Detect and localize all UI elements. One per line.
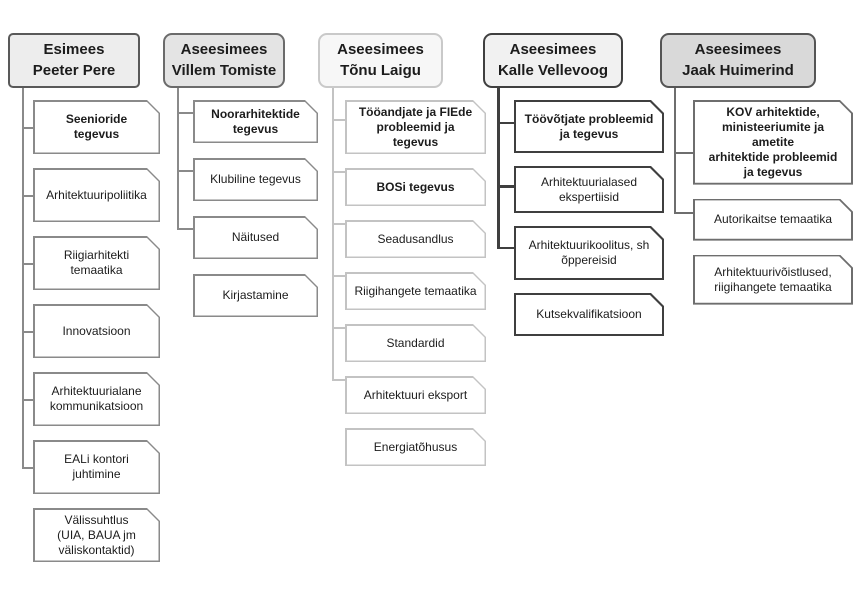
org-node-label: Seadusandlus (347, 222, 485, 257)
connector-stub (22, 127, 33, 129)
connector-stub (674, 212, 693, 214)
connector-stub (22, 331, 33, 333)
column-items: Noorarhitektide tegevus Klubiline tegevu… (193, 100, 318, 317)
org-node: Kutsekvalifikatsioon (514, 293, 664, 336)
org-node: Autorikaitse temaatika (693, 199, 853, 241)
column-header: Aseesimees Tõnu Laigu (318, 33, 443, 88)
connector-stub (332, 327, 345, 329)
connector-trunk (674, 87, 676, 213)
org-node: Töövõtjate probleemid ja tegevus (514, 100, 664, 153)
connector-trunk (497, 87, 500, 248)
org-node: Standardid (345, 324, 486, 362)
connector-stub (177, 227, 193, 230)
connector-stub (332, 223, 345, 225)
org-node-label: Tööandjate ja FIEde probleemid ja tegevu… (347, 102, 485, 153)
connector-stub (22, 467, 33, 469)
connector-stub (497, 185, 514, 188)
org-node-label: Näitused (195, 218, 317, 258)
org-node: Välissuhtlus (UIA, BAUA jm väliskontakti… (33, 508, 160, 562)
org-node: Innovatsioon (33, 304, 160, 358)
column-header: Aseesimees Jaak Huimerind (660, 33, 816, 88)
org-node: EALi kontori juhtimine (33, 440, 160, 494)
column-header: Aseesimees Villem Tomiste (163, 33, 285, 88)
connector-stub (177, 111, 193, 114)
column-items: Töövõtjate probleemid ja tegevus Arhitek… (514, 100, 664, 336)
org-node-label: Noorarhitektide tegevus (195, 102, 317, 142)
connector-stub (497, 121, 514, 124)
connector-stub (332, 119, 345, 121)
org-node: Seenioride tegevus (33, 100, 160, 154)
org-node-label: Arhitektuurialane kommunikatsioon (35, 374, 159, 425)
org-node-label: Innovatsioon (35, 306, 159, 357)
org-node-label: Standardid (347, 326, 485, 361)
connector-stub (22, 263, 33, 265)
org-node-label: Arhitektuuri eksport (347, 378, 485, 413)
org-node-label: Riigiarhitekti temaatika (35, 238, 159, 289)
org-node: KOV arhitektide, ministeeriumite ja amet… (693, 100, 853, 185)
org-node: Arhitektuuripoliitika (33, 168, 160, 222)
org-node-label: Arhitektuurivõistlused, riigihangete tem… (695, 256, 851, 302)
org-node-label: Kirjastamine (195, 276, 317, 316)
column-header: Esimees Peeter Pere (8, 33, 140, 88)
column-aseesimees-tonu-laigu: Aseesimees Tõnu Laigu Tööandjate ja FIEd… (318, 33, 486, 466)
org-node: Arhitektuurikoolitus, sh õppereisid (514, 226, 664, 280)
org-node: Riigiarhitekti temaatika (33, 236, 160, 290)
org-node-label: BOSi tegevus (347, 170, 485, 205)
column-header: Aseesimees Kalle Vellevoog (483, 33, 623, 88)
org-node-label: Arhitektuuripoliitika (35, 170, 159, 221)
org-node: Arhitektuurialane kommunikatsioon (33, 372, 160, 426)
column-aseesimees-kalle-vellevoog: Aseesimees Kalle Vellevoog Töövõtjate pr… (483, 33, 664, 336)
org-node-label: Autorikaitse temaatika (695, 200, 851, 238)
org-node: Riigihangete temaatika (345, 272, 486, 310)
connector-stub (22, 399, 33, 401)
org-node-label: Kutsekvalifikatsioon (516, 295, 662, 334)
org-node-label: Klubiline tegevus (195, 160, 317, 200)
org-node-label: EALi kontori juhtimine (35, 442, 159, 493)
column-items: KOV arhitektide, ministeeriumite ja amet… (693, 100, 853, 305)
connector-trunk (332, 87, 334, 380)
connector-stub (332, 275, 345, 277)
column-aseesimees-villem-tomiste: Aseesimees Villem Tomiste Noorarhitektid… (163, 33, 318, 317)
org-node: Seadusandlus (345, 220, 486, 258)
column-aseesimees-jaak-huimerind: Aseesimees Jaak Huimerind KOV arhitektid… (660, 33, 853, 305)
connector-stub (332, 171, 345, 173)
org-node-label: Välissuhtlus (UIA, BAUA jm väliskontakti… (35, 510, 159, 561)
org-node-label: Arhitektuurialased ekspertiisid (516, 168, 662, 211)
org-node: Tööandjate ja FIEde probleemid ja tegevu… (345, 100, 486, 154)
connector-trunk (177, 87, 179, 229)
connector-stub (22, 195, 33, 197)
connector-stub (332, 379, 345, 381)
connector-stub (497, 246, 514, 249)
column-items: Tööandjate ja FIEde probleemid ja tegevu… (345, 100, 486, 466)
connector-stub (674, 152, 693, 154)
org-node-label: Energiatõhusus (347, 430, 485, 465)
column-esimees-peeter-pere: Esimees Peeter Pere Seenioride tegevus A… (8, 33, 160, 562)
org-node: BOSi tegevus (345, 168, 486, 206)
org-node-label: Seenioride tegevus (35, 102, 159, 153)
org-node: Kirjastamine (193, 274, 318, 317)
column-items: Seenioride tegevus Arhitektuuripoliitika… (33, 100, 160, 562)
org-node: Energiatõhusus (345, 428, 486, 466)
org-node-label: Riigihangete temaatika (347, 274, 485, 309)
org-node: Noorarhitektide tegevus (193, 100, 318, 143)
org-node-label: Töövõtjate probleemid ja tegevus (516, 102, 662, 151)
org-node: Arhitektuuri eksport (345, 376, 486, 414)
connector-trunk (22, 87, 24, 468)
org-node-label: Arhitektuurikoolitus, sh õppereisid (516, 228, 662, 278)
org-node: Näitused (193, 216, 318, 259)
org-node: Arhitektuurivõistlused, riigihangete tem… (693, 255, 853, 305)
org-node-label: KOV arhitektide, ministeeriumite ja amet… (695, 102, 851, 183)
org-node: Klubiline tegevus (193, 158, 318, 201)
connector-stub (177, 169, 193, 172)
org-node: Arhitektuurialased ekspertiisid (514, 166, 664, 213)
